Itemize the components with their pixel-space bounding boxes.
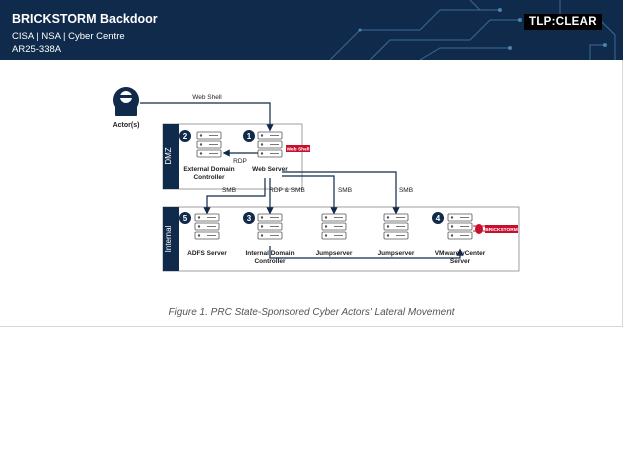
report-id: AR25-338A bbox=[12, 44, 62, 55]
actor-label: Actor(s) bbox=[113, 122, 140, 129]
node-number: 4 bbox=[436, 214, 441, 223]
edge-smb-adfs bbox=[203, 178, 266, 215]
report-title: BRICKSTORM Backdoor bbox=[12, 12, 158, 26]
edge-label-rdp: RDP bbox=[233, 158, 247, 165]
node-external-dc: 2 External Domain Controller bbox=[179, 130, 235, 181]
edge-label-rdp-smb: RDP & SMB bbox=[269, 187, 305, 194]
edge-web-shell bbox=[140, 102, 274, 132]
node-number: 3 bbox=[247, 214, 252, 223]
dmz-label-bar bbox=[163, 124, 179, 189]
node-label: Server bbox=[450, 258, 471, 265]
node-label: Controller bbox=[193, 174, 225, 181]
node-internal-dc: 3 Internal Domain Controller bbox=[243, 212, 295, 265]
edge-label-web-shell: Web Shell bbox=[192, 94, 222, 101]
web-shell-badge bbox=[286, 145, 310, 152]
circuit-decoration bbox=[329, 0, 616, 60]
node-label: VMware vCenter bbox=[435, 250, 486, 257]
edge-label-smb-3: SMB bbox=[399, 187, 413, 194]
brickstorm-badge bbox=[485, 225, 518, 233]
lateral-movement-diagram: Actor(s) DMZ Internal Web Shell RDP SMB … bbox=[113, 87, 520, 272]
node-label: Jumpserver bbox=[316, 250, 353, 257]
edge-smb-jump1 bbox=[282, 175, 338, 215]
header-banner: BRICKSTORM Backdoor CISA | NSA | Cyber C… bbox=[0, 0, 623, 60]
node-web-server: 1 Web Server Web Shell bbox=[243, 130, 310, 173]
agencies-line: CISA | NSA | Cyber Centre bbox=[12, 31, 125, 42]
edge-dc-vcenter bbox=[269, 246, 464, 259]
figure-caption: Figure 1. PRC State-Sponsored Cyber Acto… bbox=[168, 307, 455, 318]
slide: BRICKSTORM Backdoor CISA | NSA | Cyber C… bbox=[0, 0, 623, 327]
internal-label-bar bbox=[163, 207, 179, 271]
node-label: Controller bbox=[254, 258, 286, 265]
node-vcenter-server: 4 VMware vCenter Server BRICKSTORM bbox=[432, 212, 518, 265]
edge-label-smb-2: SMB bbox=[338, 187, 352, 194]
node-number: 1 bbox=[247, 132, 252, 141]
edge-smb-jump2 bbox=[282, 171, 400, 215]
node-number: 2 bbox=[183, 132, 188, 141]
node-label: Internal Domain bbox=[245, 250, 294, 257]
tlp-badge: TLP:CLEAR bbox=[524, 14, 602, 30]
brickstorm-badge-text: BRICKSTORM bbox=[485, 227, 517, 233]
node-label: External Domain bbox=[183, 166, 234, 173]
node-jumpserver-1: Jumpserver bbox=[316, 213, 353, 257]
node-adfs-server: 5 ADFS Server bbox=[179, 212, 227, 257]
node-label: Jumpserver bbox=[378, 250, 415, 257]
node-number: 5 bbox=[183, 214, 188, 223]
bug-icon bbox=[473, 224, 485, 234]
internal-label: Internal bbox=[164, 225, 173, 252]
dmz-label: DMZ bbox=[164, 147, 173, 164]
node-label: Web Server bbox=[252, 166, 288, 173]
node-jumpserver-2: Jumpserver bbox=[378, 213, 415, 257]
node-label: ADFS Server bbox=[187, 250, 227, 257]
edge-label-smb-1: SMB bbox=[222, 187, 236, 194]
actor-hacker-icon bbox=[113, 87, 139, 116]
web-shell-badge-text: Web Shell bbox=[287, 147, 310, 153]
